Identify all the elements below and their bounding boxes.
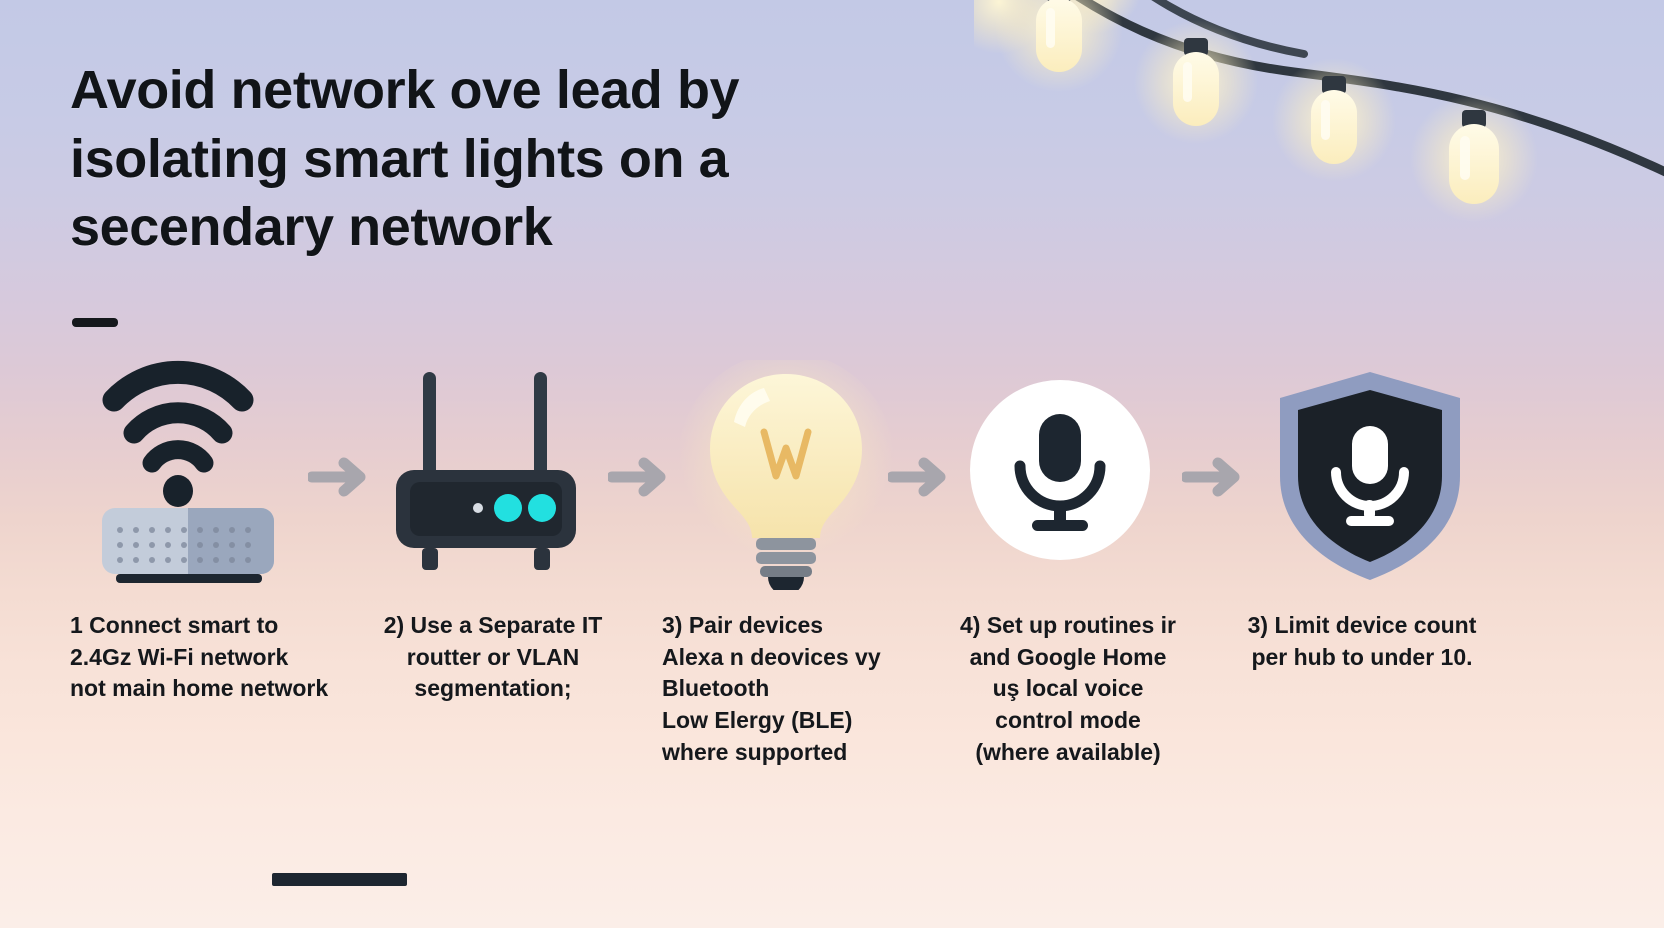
arrow-right-icon-1 [308, 457, 366, 497]
router-led-2 [528, 494, 556, 522]
router-antenna-icon [423, 372, 547, 480]
arrow-right-icon-4 [1182, 457, 1240, 497]
router-led-1 [494, 494, 522, 522]
bulb-filament [760, 428, 812, 480]
bulb-base [756, 538, 816, 590]
title-block: Avoid network ove lead by isolating smar… [70, 56, 890, 262]
step-3-caption: 3) Pair devices Alexa n deovices vy Blue… [662, 612, 881, 765]
step-2-icon-router [396, 372, 576, 570]
process-flow-row [0, 360, 1664, 886]
wifi-dot-icon [163, 475, 193, 507]
arrow-right-icon-3 [888, 457, 946, 497]
wifi-icon [102, 360, 254, 473]
step-3-icon-lightbulb [678, 360, 894, 590]
microphone-icon [1331, 426, 1409, 526]
title-divider [72, 318, 118, 327]
network-cable [272, 873, 407, 886]
page-title: Avoid network ove lead by isolating smar… [70, 60, 740, 258]
step-1-icon-wifi-modem [102, 360, 274, 583]
string-lights-decoration [974, 0, 1664, 222]
microphone-icon [1014, 414, 1106, 531]
step-2-caption: 2) Use a Separate IT routter or VLAN seg… [383, 612, 603, 702]
bulb-highlight [734, 388, 770, 427]
step-1-caption: 1 Connect smart to 2.4Gz Wi-Fi network n… [70, 612, 329, 702]
router-status-dot [473, 503, 483, 513]
arrow-right-icon-2 [608, 457, 666, 497]
step-4-caption: 4) Set up routines ir and Google Home uş… [960, 612, 1176, 765]
modem-icon [102, 508, 274, 583]
step-5-icon-shield-microphone [1280, 372, 1460, 580]
step-5-caption: 3) Limit device count per hub to under 1… [1247, 612, 1477, 670]
step-4-icon-microphone-circle [970, 380, 1150, 560]
